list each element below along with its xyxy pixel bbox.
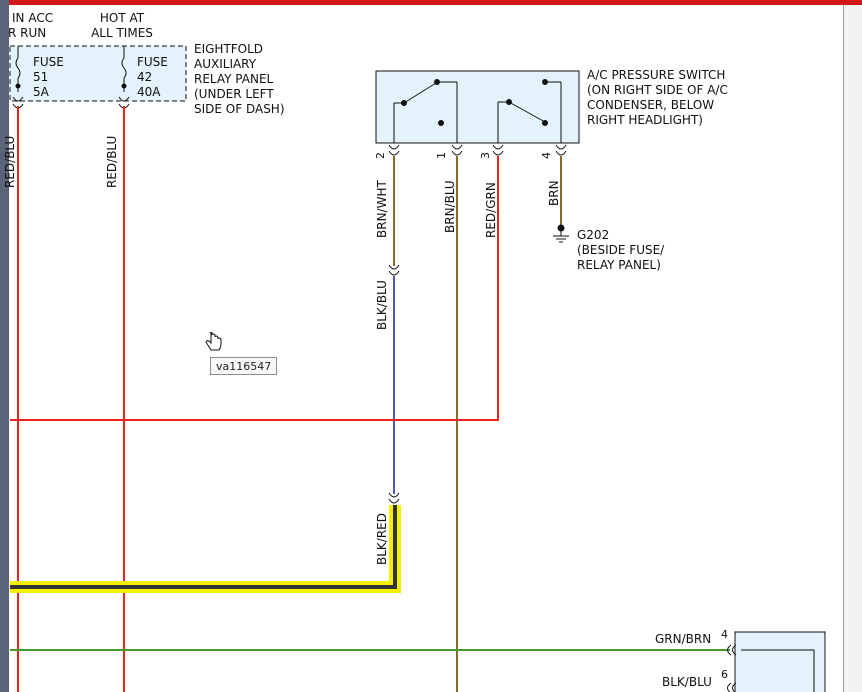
fuse-header-left-line2: R RUN	[8, 26, 46, 40]
pin-label-1: 1	[435, 152, 448, 159]
wiring-diagram: IN ACC R RUN HOT AT ALL TIMES FUSE 51 5A…	[3, 11, 826, 692]
relay-panel-box	[9, 45, 187, 102]
window-left-border	[0, 0, 9, 692]
svg-text:SIDE OF DASH): SIDE OF DASH)	[194, 102, 285, 116]
fuse-51-label: FUSE	[33, 55, 64, 69]
inline-connector-upper	[388, 264, 400, 276]
wire-label-blk-blu-bottom: BLK/BLU	[662, 675, 712, 689]
svg-text:RIGHT HEADLIGHT): RIGHT HEADLIGHT)	[587, 113, 703, 127]
wire-label-brn-blu: BRN/BLU	[443, 180, 457, 233]
fuse-42-label: FUSE	[137, 55, 168, 69]
pin-label-2: 2	[374, 152, 387, 159]
pressure-switch-contacts	[393, 79, 562, 143]
ground-symbol	[553, 224, 569, 243]
ground-location-line1: (BESIDE FUSE/	[577, 243, 665, 257]
pressure-switch-description: A/C PRESSURE SWITCH (ON RIGHT SIDE OF A/…	[587, 68, 728, 127]
svg-text:CONDENSER, BELOW: CONDENSER, BELOW	[587, 98, 714, 112]
tooltip: va116547	[210, 357, 278, 375]
fuse-51-number: 51	[33, 70, 48, 84]
pin-label-4: 4	[540, 152, 553, 159]
wire-label-blk-blu: BLK/BLU	[375, 280, 389, 330]
connector-pin-4: 4	[721, 628, 728, 641]
wire-label-brn-wht: BRN/WHT	[375, 180, 389, 238]
wire-label-grn-brn: GRN/BRN	[655, 632, 711, 646]
svg-text:(UNDER LEFT: (UNDER LEFT	[194, 87, 274, 101]
svg-text:A/C PRESSURE SWITCH: A/C PRESSURE SWITCH	[587, 68, 725, 82]
bottom-component-connectors	[727, 644, 815, 692]
svg-text:AUXILIARY: AUXILIARY	[194, 57, 257, 71]
ground-location-line2: RELAY PANEL)	[577, 258, 661, 272]
window-top-border	[0, 0, 862, 5]
svg-text:(ON RIGHT SIDE OF A/C: (ON RIGHT SIDE OF A/C	[587, 83, 728, 97]
fuse-header-left-line1: IN ACC	[12, 11, 53, 25]
wire-blk-red-highlight	[10, 505, 401, 593]
wire-label-fuse42: RED/BLU	[105, 136, 119, 188]
fuse-42-number: 42	[137, 70, 152, 84]
inline-connector-lower	[388, 492, 400, 504]
wire-label-brn: BRN	[547, 180, 561, 206]
fuse-header-right-line2: ALL TIMES	[91, 26, 153, 40]
wire-blk-red	[10, 505, 397, 589]
fuse-51-rating: 5A	[33, 85, 50, 99]
hand-cursor-icon	[205, 329, 223, 358]
fuse-symbol-42	[121, 46, 127, 92]
fuse-header-right-line1: HOT AT	[100, 11, 145, 25]
pin-label-3: 3	[479, 152, 492, 159]
wire-label-left: RED/BLU	[3, 136, 17, 188]
fuse-symbol-51	[15, 46, 21, 92]
svg-text:EIGHTFOLD: EIGHTFOLD	[194, 42, 263, 56]
bottom-component-box	[734, 631, 826, 692]
wire-label-red-grn: RED/GRN	[484, 182, 498, 238]
vertical-scrollbar[interactable]	[843, 5, 862, 692]
switch-connectors	[388, 144, 567, 156]
ground-id: G202	[577, 228, 609, 242]
relay-panel-description: EIGHTFOLD AUXILIARY RELAY PANEL (UNDER L…	[194, 42, 285, 116]
wire-label-blk-red: BLK/RED	[375, 513, 389, 565]
connector-pin-6: 6	[721, 668, 728, 681]
svg-text:RELAY PANEL: RELAY PANEL	[194, 72, 274, 86]
fuse-42-rating: 40A	[137, 85, 161, 99]
